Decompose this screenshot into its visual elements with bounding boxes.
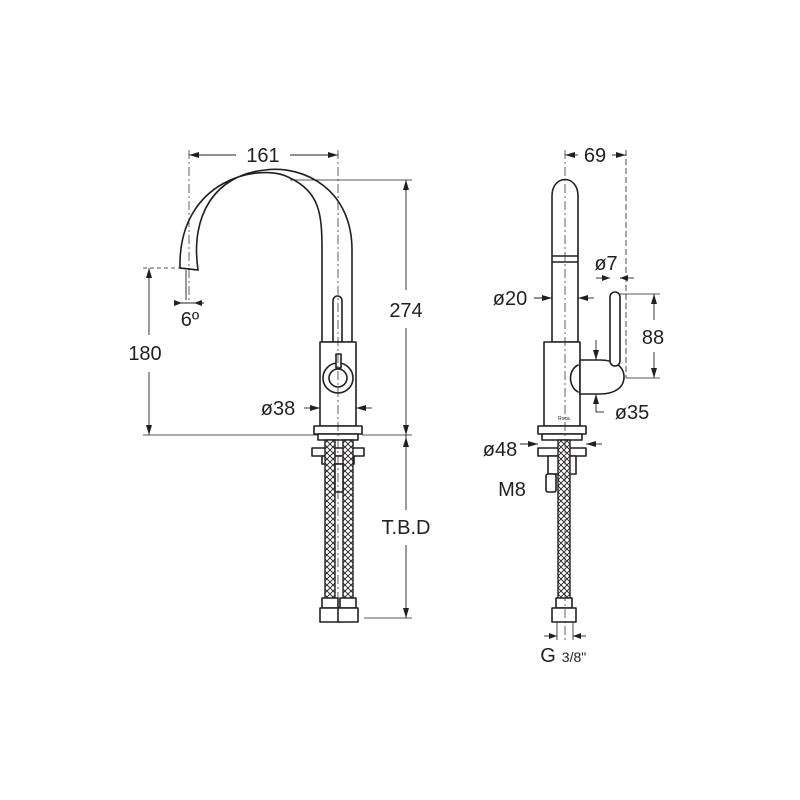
side-view: Roca 69 ø20: [483, 145, 664, 667]
dim-body-diameter: ø38: [261, 398, 295, 420]
side-hose: [557, 439, 571, 601]
dim-spout-angle: 6º: [181, 309, 200, 331]
dim-body-diameter-side: ø35: [615, 402, 649, 424]
side-stud: [545, 473, 557, 493]
dimension-274: 274: [290, 179, 423, 436]
dim-hose-length: T.B.D: [382, 517, 431, 539]
dim-base-diameter: ø48: [483, 439, 517, 461]
front-hose-left: [324, 439, 336, 601]
dimension-diameter-20: ø20: [493, 288, 594, 310]
side-hose-fitting: [555, 597, 573, 609]
dimension-diameter-38: ø38: [261, 398, 372, 420]
front-view: 161 274 180 6º: [128, 145, 431, 623]
front-hose-nut-right: [337, 607, 359, 623]
front-hose-right: [342, 439, 354, 601]
dim-spout-diameter: ø20: [493, 288, 527, 310]
dim-thread-main: G: [540, 645, 556, 667]
dimension-connection-thread: G 3/8": [540, 622, 586, 667]
front-handle-inner: [328, 368, 348, 388]
front-hose-nut-left: [319, 607, 341, 623]
dimension-diameter-35: ø35: [593, 340, 649, 424]
dim-depth: 69: [584, 145, 606, 167]
dimension-69: 69: [565, 145, 627, 378]
dim-outlet-height: 180: [128, 343, 161, 365]
dimension-161: 161: [189, 145, 338, 167]
front-hose-fitting-right: [339, 597, 357, 609]
dim-lever-diameter: ø7: [594, 253, 617, 275]
front-spout: [179, 168, 353, 343]
dim-spout-reach: 161: [246, 145, 279, 167]
dim-thread-fraction: 3/8": [562, 649, 586, 665]
dimension-diameter-48: ø48: [483, 439, 602, 461]
side-lever: [609, 291, 621, 367]
side-handle: [579, 359, 625, 395]
dimension-6-degree: 6º: [174, 270, 204, 331]
dim-total-height: 274: [389, 300, 422, 322]
side-body: [543, 341, 581, 427]
dimension-diameter-7: ø7: [594, 253, 634, 281]
front-lever-stem: [335, 353, 342, 369]
side-handle-curve: [569, 364, 579, 393]
side-base: [537, 425, 587, 435]
dimension-180: 180: [128, 267, 318, 436]
side-hose-nut: [551, 607, 577, 623]
side-base-ring: [541, 433, 583, 441]
front-stud: [334, 463, 344, 493]
front-hose-fitting-left: [321, 597, 339, 609]
dimension-hose-length: T.B.D: [364, 435, 431, 619]
dim-lever-height: 88: [642, 327, 664, 349]
dim-stud-thread: M8: [498, 479, 526, 501]
side-brand-mark: Roca: [558, 416, 570, 422]
dimension-88: 88: [620, 293, 664, 379]
